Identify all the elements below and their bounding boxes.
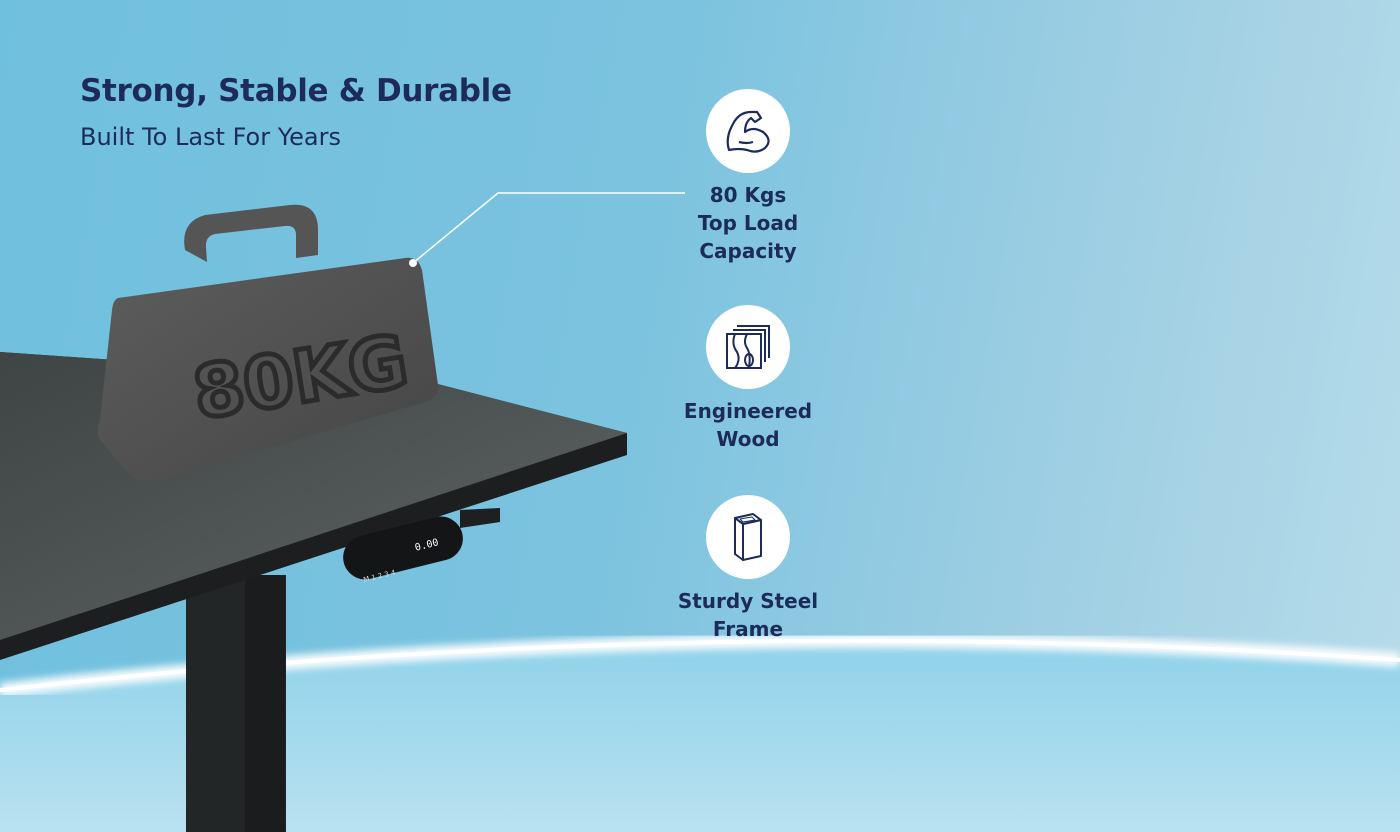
feature-load-capacity: 80 Kgs Top Load Capacity xyxy=(648,89,848,265)
feature-label-line: Engineered xyxy=(683,399,813,423)
steel-beam-icon xyxy=(706,495,790,579)
callout-line xyxy=(412,192,685,264)
feature-label-line: Sturdy Steel xyxy=(677,589,819,613)
feature-label-line: Top Load xyxy=(697,211,799,235)
feature-label-line: Capacity xyxy=(699,239,797,263)
headline-subtitle: Built To Last For Years xyxy=(80,123,342,151)
feature-label-line: Wood xyxy=(716,427,780,451)
flexed-bicep-icon xyxy=(706,89,790,173)
headline-title: Strong, Stable & Durable xyxy=(80,73,512,109)
feature-steel-frame: Sturdy Steel Frame xyxy=(648,495,848,643)
feature-label-line: 80 Kgs xyxy=(709,183,787,207)
feature-label-line: Frame xyxy=(712,617,784,641)
wood-grain-layers-icon xyxy=(706,305,790,389)
feature-engineered-wood: Engineered Wood xyxy=(648,305,848,453)
